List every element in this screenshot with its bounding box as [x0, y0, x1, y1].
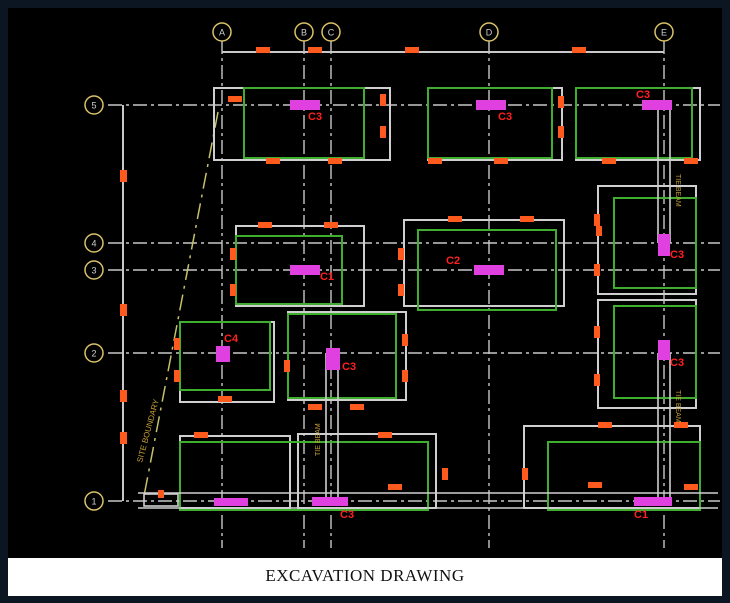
grid-bubble-col-a: A [212, 22, 232, 42]
footing-label: C1 [634, 509, 648, 521]
cad-canvas: SITE BOUNDARY [8, 8, 722, 558]
svg-text:5: 5 [91, 101, 96, 111]
grid-bubble-row-3: 3 [84, 260, 104, 280]
svg-text:B: B [301, 28, 307, 38]
footing-label: C3 [308, 111, 322, 123]
footing-label: C2 [446, 255, 460, 267]
grid-bubble-row-5: 5 [84, 95, 104, 115]
footing-label: C3 [498, 111, 512, 123]
svg-text:A: A [219, 28, 225, 38]
grid-bubble-col-c: C [321, 22, 341, 42]
dimension-markers [120, 47, 698, 498]
grid-bubbles: A B C D E 5 4 3 2 1 [84, 22, 674, 511]
footing-label: C3 [342, 361, 356, 373]
columns [214, 100, 672, 506]
footing-label: C3 [670, 249, 684, 261]
grid-bubble-row-1: 1 [84, 491, 104, 511]
caption-band: EXCAVATION DRAWING [8, 558, 722, 596]
beam-notes: TIE BEAM TIE BEAM TIE BEAM [315, 174, 681, 456]
footing-label: C4 [224, 333, 239, 345]
svg-text:2: 2 [91, 349, 96, 359]
grid-bubble-row-4: 4 [84, 233, 104, 253]
excavation-plan: SITE BOUNDARY [84, 22, 720, 548]
grid-bubble-col-e: E [654, 22, 674, 42]
grid-bubble-col-d: D [479, 22, 499, 42]
svg-text:TIE BEAM: TIE BEAM [674, 390, 681, 423]
site-boundary-line [143, 111, 219, 497]
svg-text:D: D [486, 28, 493, 38]
footing-label: C1 [320, 271, 334, 283]
footing-outlines [179, 87, 701, 511]
svg-text:E: E [661, 28, 667, 38]
excavation-outlines [179, 87, 701, 509]
svg-text:4: 4 [91, 239, 96, 249]
footing-label: C3 [670, 357, 684, 369]
grid-bubble-col-b: B [294, 22, 314, 42]
svg-text:TIE BEAM: TIE BEAM [315, 423, 322, 456]
grid-bubble-row-2: 2 [84, 343, 104, 363]
footing-label: C3 [340, 509, 354, 521]
footing-label: C3 [636, 89, 650, 101]
svg-text:C: C [328, 28, 335, 38]
svg-text:TIE BEAM: TIE BEAM [674, 174, 681, 207]
svg-text:1: 1 [91, 497, 96, 507]
tie-beams [138, 105, 718, 509]
svg-text:3: 3 [91, 266, 96, 276]
drawing-caption: EXCAVATION DRAWING [265, 566, 465, 585]
